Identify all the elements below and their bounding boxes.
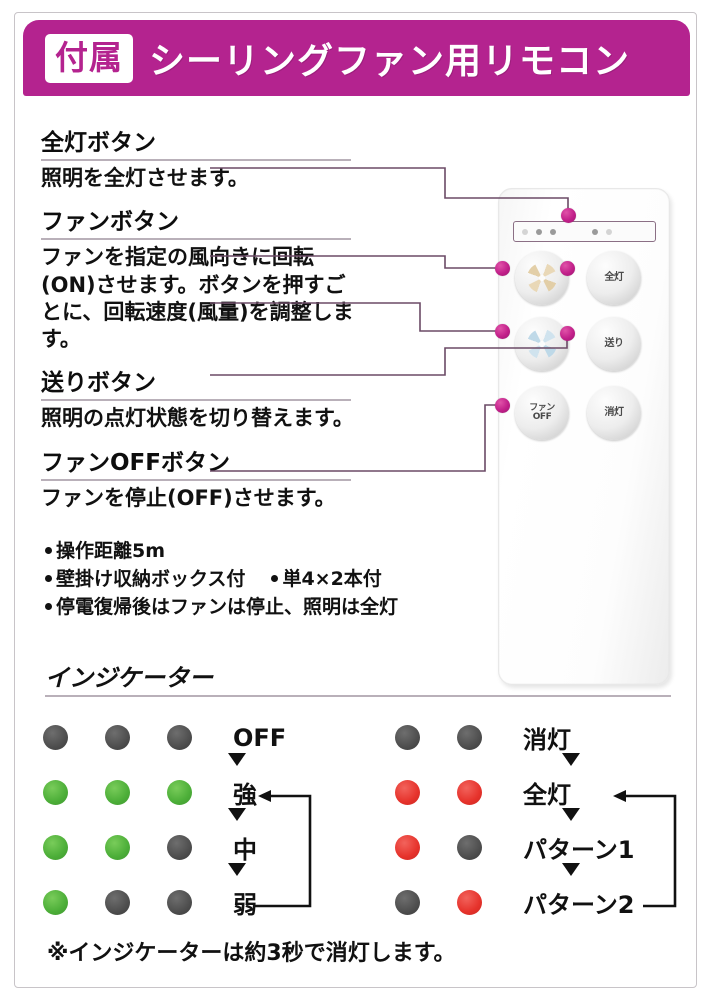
remote-led-3-icon [550, 228, 556, 235]
led-icon [457, 835, 482, 860]
led-icon [43, 890, 68, 915]
remote-led-4-icon [592, 228, 598, 235]
indicator-row-fan-low-label: 弱 [233, 891, 257, 919]
indicator-row-fan-high: 強 [43, 765, 286, 820]
callout-dot-send [560, 326, 575, 341]
led-icon [167, 890, 192, 915]
indicator-row-light-off-label: 消灯 [523, 726, 571, 754]
indicator-row-pattern2: パターン2 [395, 875, 635, 930]
callout-dot-fan-off [495, 398, 510, 413]
bullet-dot-icon [45, 603, 52, 611]
spec-bullet-range-text: 操作距離5m [56, 540, 166, 562]
section-heading-fan: ファンボタン [41, 202, 351, 241]
fan-warm-icon [527, 263, 557, 293]
indicator-row-pattern1-label: パターン1 [523, 836, 635, 864]
indicator-row-fan-low: 弱 [43, 875, 286, 930]
indicator-row-light-off: 消灯 [395, 710, 635, 765]
spec-bullet-list: 操作距離5m 壁掛け収納ボックス付 単4×2本付 停電復帰後はファンは停止、照明は… [45, 537, 475, 621]
indicator-title: インジケーター [45, 664, 213, 692]
indicator-footnote: ※インジケーターは約3秒で消灯します。 [47, 941, 456, 966]
led-icon [105, 725, 130, 750]
section-body-fan: ファンを指定の風向きに回転(ON)させます。ボタンを押すごとに、回転速度(風量)… [41, 245, 354, 352]
spec-bullet-box-text: 壁掛け収納ボックス付 [56, 568, 246, 591]
bullet-dot-icon [45, 575, 52, 583]
remote-led-1-icon [522, 228, 528, 235]
remote-button-all-light[interactable]: 全灯 [587, 251, 641, 305]
indicator-row-fan-mid-label: 中 [233, 836, 257, 864]
section-heading-send: 送りボタン [41, 363, 351, 402]
spec-bullet-range: 操作距離5m [45, 537, 475, 565]
callout-dot-all-light [561, 208, 576, 223]
led-icon [105, 780, 130, 805]
bullet-dot-icon [271, 575, 279, 583]
led-icon [395, 725, 420, 750]
led-icon [105, 835, 130, 860]
led-icon [167, 725, 192, 750]
spec-bullet-power-restore: 停電復帰後はファンは停止、照明は全灯 [45, 593, 475, 621]
indicator-group-fan: OFF 強 中 弱 [43, 710, 286, 930]
remote-button-all-light-label: 全灯 [604, 271, 625, 283]
remote-button-light-off-label: 消灯 [604, 406, 625, 418]
remote-led-5-icon [606, 228, 612, 235]
header-bar: 付属 シーリングファン用リモコン [23, 20, 690, 96]
indicator-group-light: 消灯 全灯 パターン1 パターン2 [395, 710, 635, 930]
led-icon [43, 780, 68, 805]
description-column: 全灯ボタン 照明を全灯させます。 ファンボタン ファンを指定の風向きに回転(ON… [41, 123, 354, 522]
bullet-dot-icon [45, 547, 52, 554]
section-heading-all-light: 全灯ボタン [41, 123, 351, 161]
callout-dot-fan-warm [495, 261, 510, 276]
led-icon [457, 780, 482, 805]
section-heading-fan-off: ファンOFFボタン [41, 443, 351, 481]
remote-button-fan-warm[interactable] [515, 251, 569, 305]
led-icon [395, 780, 420, 805]
callout-dot-fan-cool [495, 324, 510, 339]
indicator-row-light-all: 全灯 [395, 765, 635, 820]
indicator-section-header: インジケーター [45, 658, 671, 697]
section-body-fan-off: ファンを停止(OFF)させます。 [41, 485, 336, 510]
indicator-row-fan-off-label: OFF [233, 723, 287, 752]
indicator-row-fan-mid: 中 [43, 820, 286, 875]
fan-cool-icon [527, 329, 557, 359]
section-body-send: 照明の点灯状態を切り替えます。 [41, 406, 354, 431]
remote-button-light-off[interactable]: 消灯 [587, 386, 641, 440]
remote-button-fan-off-line2: OFF [532, 412, 552, 422]
indicator-row-fan-high-label: 強 [233, 781, 257, 809]
remote-indicator-strip [513, 221, 656, 242]
led-icon [395, 835, 420, 860]
spec-bullet-box-battery: 壁掛け収納ボックス付 単4×2本付 [45, 565, 475, 593]
remote-button-send[interactable]: 送り [587, 317, 641, 371]
indicator-rule [45, 695, 671, 697]
indicator-row-pattern1: パターン1 [395, 820, 635, 875]
indicator-row-light-all-label: 全灯 [523, 781, 571, 809]
page-title: シーリングファン用リモコン [149, 41, 631, 82]
remote-button-fan-off-line1: ファン [529, 402, 555, 413]
section-body-all-light: 照明を全灯させます。 [41, 166, 249, 190]
included-badge: 付属 [45, 33, 133, 83]
led-icon [457, 725, 482, 750]
spec-bullet-power-restore-text: 停電復帰後はファンは停止、照明は全灯 [56, 596, 399, 619]
spec-bullet-battery-text: 単4×2本付 [282, 568, 382, 591]
led-icon [167, 835, 192, 860]
led-icon [395, 890, 420, 915]
remote-button-fan-cool[interactable] [515, 317, 569, 371]
product-info-card: 付属 シーリングファン用リモコン 全灯ボタン 照明を全灯させます。 ファンボタン… [14, 12, 697, 988]
led-icon [43, 725, 68, 750]
led-icon [167, 780, 192, 805]
led-icon [105, 890, 130, 915]
led-icon [43, 835, 68, 860]
led-icon [457, 890, 482, 915]
callout-dot-all-light-button [560, 261, 575, 276]
remote-button-send-label: 送り [604, 337, 625, 349]
remote-led-2-icon [536, 228, 542, 235]
indicator-row-fan-off: OFF [43, 710, 286, 765]
indicator-row-pattern2-label: パターン2 [523, 891, 635, 919]
